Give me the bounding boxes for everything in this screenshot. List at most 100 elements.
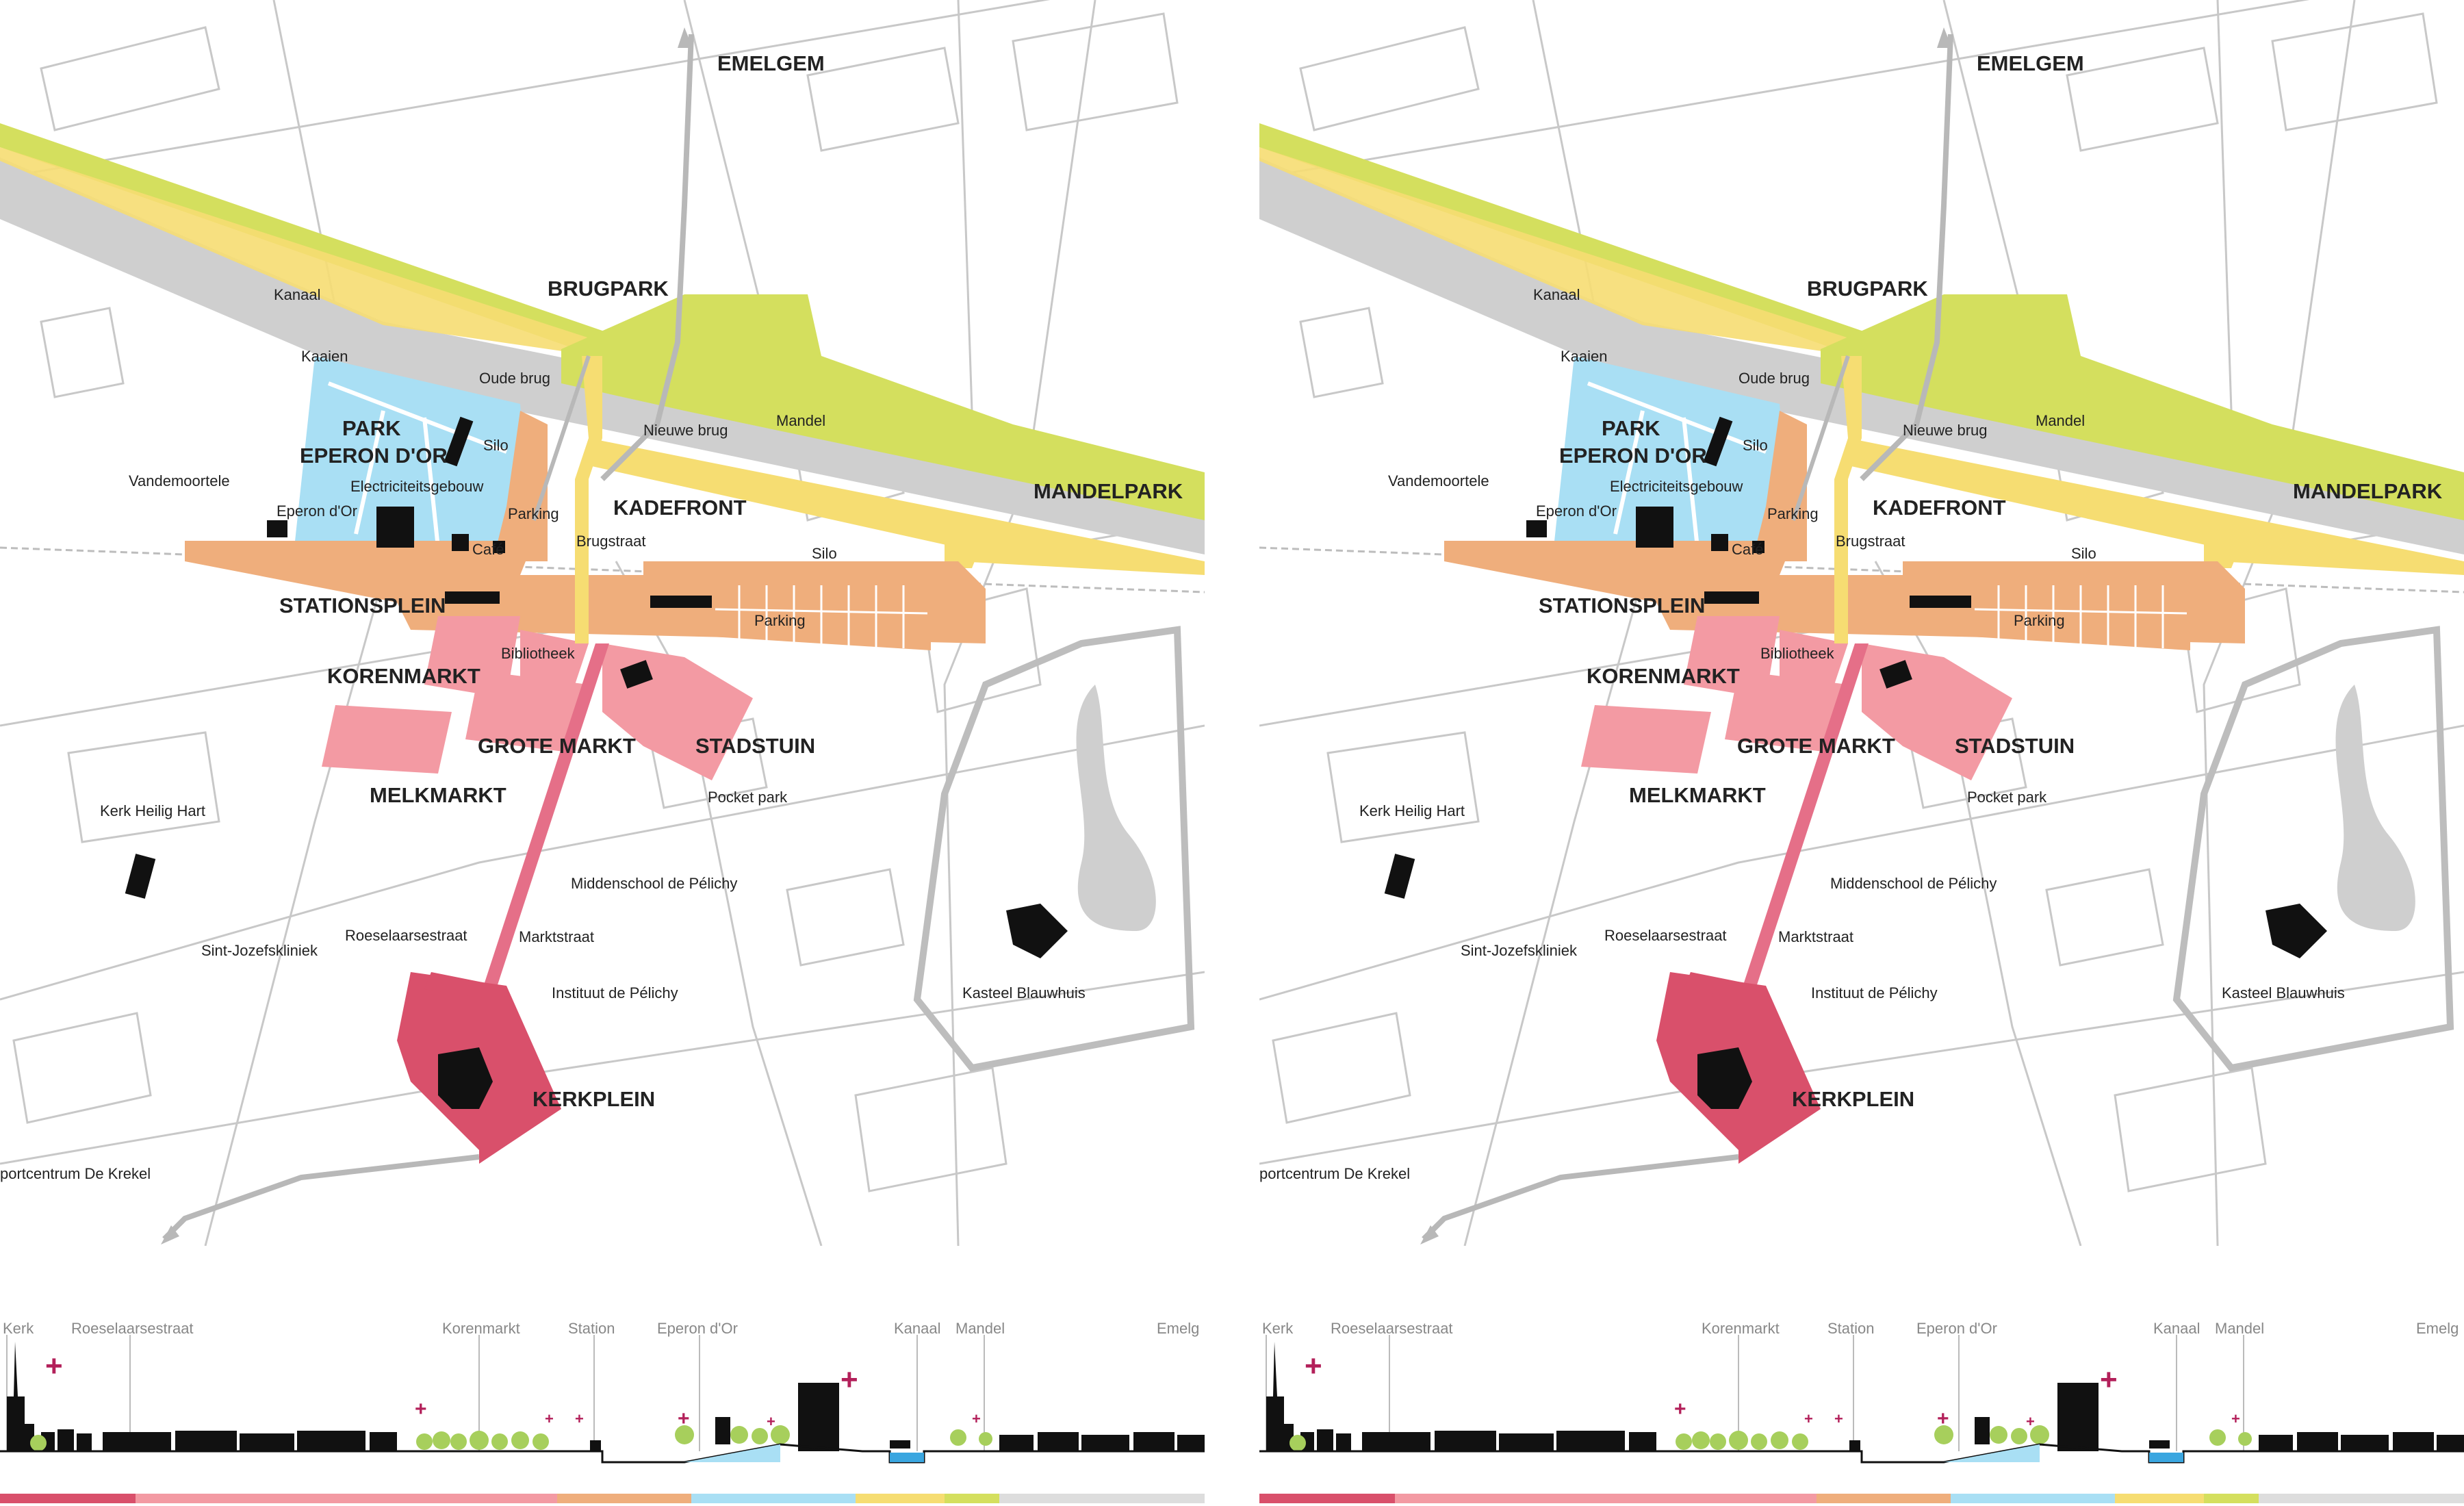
label-grote-markt: GROTE MARKT	[478, 734, 636, 758]
section-canal-water	[2149, 1453, 2183, 1462]
label-park-eperon-1: PARK	[342, 416, 401, 440]
map-labels: EMELGEM BRUGPARK Kanaal Kaaien Oude brug…	[1259, 51, 2443, 1182]
label-sint-jozefskliniek: Sint-Jozefskliniek	[1461, 942, 1578, 959]
section-eperon-slope	[1944, 1444, 2040, 1462]
route-emelgem-arrow	[678, 27, 693, 48]
parking-stripes	[1974, 585, 2187, 648]
label-parking-station: Parking	[2014, 612, 2065, 629]
route-krekel-arrow	[161, 1225, 179, 1245]
label-roeselaarsestraat: Roeselaarsestraat	[345, 927, 467, 944]
marktstraat-axis	[479, 643, 609, 999]
plus-marker: +	[1305, 1349, 1322, 1383]
buildings	[1384, 416, 2327, 1109]
label-kadefront: KADEFRONT	[1873, 496, 2006, 520]
grote-markt-area	[465, 671, 589, 753]
map-panel-left: EMELGEM BRUGPARK Kanaal Kaaien Oude brug…	[0, 0, 1205, 1506]
kadefront-orange	[1752, 411, 1807, 561]
label-parking-station: Parking	[754, 612, 806, 629]
color-bar-segment	[1951, 1494, 2115, 1503]
eperon-paths	[1587, 381, 1767, 548]
label-emelgem: EMELGEM	[1977, 51, 2084, 75]
label-silo-bottom: Silo	[2071, 545, 2096, 562]
label-silo-top: Silo	[1743, 437, 1768, 454]
map-panel-right: EMELGEM BRUGPARK Kanaal Kaaien Oude brug…	[1259, 0, 2464, 1506]
section-label-emelgem: Emelg	[2416, 1320, 2459, 1337]
label-cafe: Café	[1732, 541, 1763, 558]
label-kasteel-blauwhuis: Kasteel Blauwhuis	[962, 984, 1086, 1001]
color-bar-segment	[0, 1494, 136, 1503]
section-skyline	[7, 1342, 1205, 1451]
kerkplein-link	[1684, 972, 1759, 999]
label-vandemoortele: Vandemoortele	[129, 472, 230, 489]
label-instituut: Instituut de Pélichy	[552, 984, 678, 1001]
plus-marker: +	[840, 1363, 858, 1396]
bibliotheek-area	[520, 630, 589, 685]
label-grote-markt: GROTE MARKT	[1737, 734, 1895, 758]
label-kasteel-blauwhuis: Kasteel Blauwhuis	[2222, 984, 2345, 1001]
label-emelgem: EMELGEM	[717, 51, 825, 75]
label-park-eperon-2: EPERON D'OR	[300, 444, 448, 468]
label-kanaal: Kanaal	[274, 286, 321, 303]
label-stationsplein: STATIONSPLEIN	[1539, 594, 1705, 617]
section-plus-markers: + + + + + + + +	[45, 1349, 981, 1430]
label-silo-top: Silo	[483, 437, 509, 454]
section-label-kanaal: Kanaal	[2153, 1320, 2200, 1337]
section-label-eperon-dor: Eperon d'Or	[1916, 1320, 1997, 1337]
label-bibliotheek: Bibliotheek	[1760, 645, 1835, 662]
label-marktstraat: Marktstraat	[1778, 928, 1853, 945]
label-eperon-dor: Eperon d'Or	[277, 502, 357, 520]
plus-marker: +	[575, 1410, 584, 1427]
quay-north	[1259, 147, 1862, 356]
quay-north	[0, 147, 602, 356]
parking-stripes	[715, 585, 928, 648]
kerk-building	[1697, 1047, 1752, 1109]
plus-marker: +	[45, 1349, 63, 1383]
plus-marker: +	[415, 1398, 427, 1420]
label-silo-bottom: Silo	[812, 545, 837, 562]
label-parking-top: Parking	[508, 505, 559, 522]
label-mandelpark: MANDELPARK	[2293, 479, 2443, 503]
plus-marker: +	[1834, 1410, 1843, 1427]
melkmarkt-area	[1581, 705, 1711, 774]
label-middenschool: Middenschool de Pélichy	[571, 875, 737, 892]
label-brugstraat: Brugstraat	[1836, 533, 1905, 550]
label-stadstuin: STADSTUIN	[695, 734, 815, 758]
color-bar-segment	[945, 1494, 999, 1503]
section-label-roeselaarsestraat: Roeselaarsestraat	[71, 1320, 194, 1337]
route-emelgem-arrow	[1937, 27, 1952, 48]
label-park-eperon-2: EPERON D'OR	[1559, 444, 1707, 468]
label-vandemoortele: Vandemoortele	[1388, 472, 1489, 489]
label-kanaal: Kanaal	[1533, 286, 1580, 303]
section-plus-markers: + + + + + + + +	[1305, 1349, 2240, 1430]
plus-marker: +	[1804, 1410, 1813, 1427]
mandelpark-area	[1821, 294, 2464, 520]
section-label-korenmarkt: Korenmarkt	[442, 1320, 520, 1337]
plus-marker: +	[2100, 1363, 2118, 1396]
kadefront-yellow	[945, 534, 986, 568]
label-middenschool: Middenschool de Pélichy	[1830, 875, 1997, 892]
label-brugpark: BRUGPARK	[548, 277, 669, 301]
label-oude-brug: Oude brug	[1738, 370, 1810, 387]
label-sportcentrum: portcentrum De Krekel	[1259, 1165, 1410, 1182]
label-sportcentrum: portcentrum De Krekel	[0, 1165, 151, 1182]
label-pocket-park: Pocket park	[708, 789, 788, 806]
color-bar-segment	[691, 1494, 856, 1503]
bibliotheek-area	[1780, 630, 1848, 685]
color-bar-segment	[2115, 1494, 2204, 1503]
plus-marker: +	[2026, 1413, 2035, 1430]
park-eperon-dor	[1554, 356, 1793, 561]
label-oude-brug: Oude brug	[479, 370, 550, 387]
eperon-paths	[327, 381, 508, 548]
label-kaaien: Kaaien	[301, 348, 348, 365]
mandelpark-area	[561, 294, 1205, 520]
section-skyline	[1266, 1342, 2464, 1451]
label-brugpark: BRUGPARK	[1807, 277, 1928, 301]
kasteel-pond	[1076, 685, 1156, 931]
oude-brug-route	[532, 355, 591, 521]
label-nieuwe-brug: Nieuwe brug	[1903, 422, 1988, 439]
stadstuin-area	[1862, 643, 2012, 780]
label-marktstraat: Marktstraat	[519, 928, 594, 945]
kasteel-park	[913, 626, 1195, 1072]
masterplan-map: EMELGEM BRUGPARK Kanaal Kaaien Oude brug…	[0, 0, 1205, 1246]
label-eperon-dor: Eperon d'Or	[1536, 502, 1617, 520]
